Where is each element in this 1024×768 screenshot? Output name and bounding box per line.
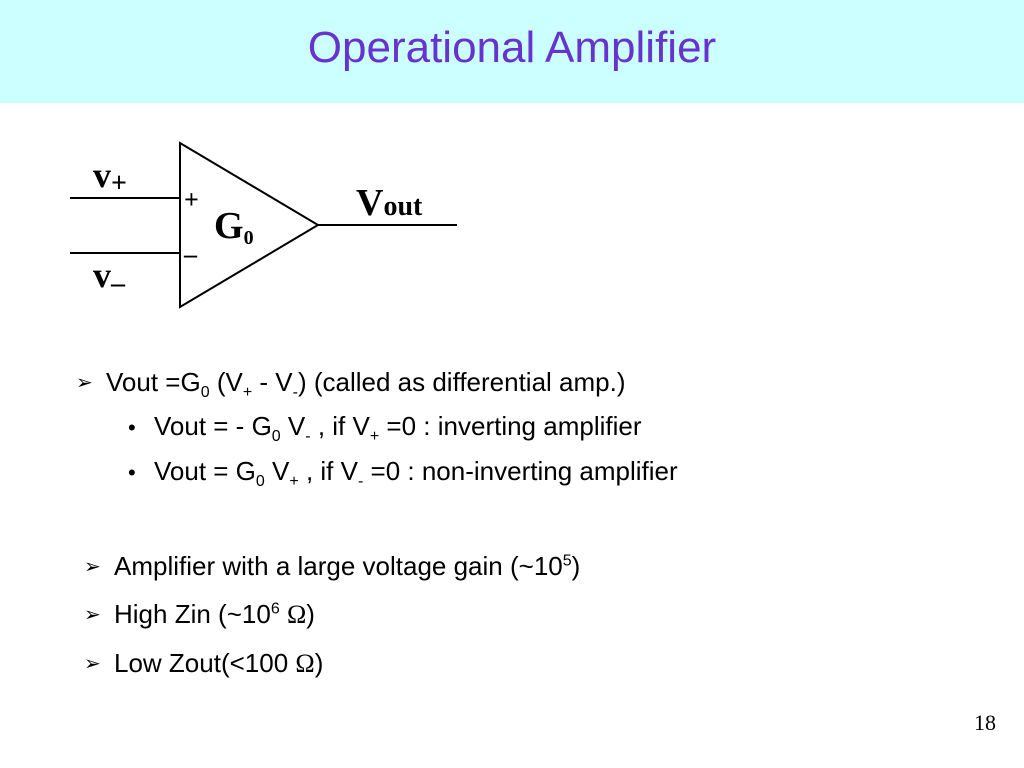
bullet-voltage-gain: ➢Amplifier with a large voltage gain (~1… — [84, 551, 581, 581]
output-label: Vout — [356, 182, 423, 224]
input-plus-label: v+ — [93, 155, 127, 199]
dot-bullet-icon: • — [128, 460, 136, 485]
sub-bullet-non-inverting: •Vout = G0 V+ , if V- =0 : non-inverting… — [128, 456, 678, 491]
op-amp-diagram: v+ v– + – G0 Vout — [70, 141, 457, 309]
page-number: 18 — [974, 710, 996, 735]
bullet-differential: ➢Vout =G0 (V+ - V-) (called as different… — [76, 367, 626, 402]
title-bar — [0, 0, 1024, 103]
gain-label: G0 — [214, 205, 254, 249]
omega-symbol: Ω — [295, 649, 315, 678]
plus-sign: + — [184, 185, 199, 214]
slide-title: Operational Amplifier — [307, 23, 717, 72]
minus-sign: – — [183, 240, 198, 269]
op-amp-triangle — [179, 141, 320, 309]
bullet-high-zin: ➢High Zin (~106 Ω) — [84, 599, 315, 629]
arrow-bullet-icon: ➢ — [84, 556, 101, 578]
arrow-bullet-icon: ➢ — [84, 604, 101, 626]
input-minus-label: v– — [93, 255, 126, 299]
dot-bullet-icon: • — [128, 415, 136, 440]
bullet-low-zout: ➢Low Zout(<100 Ω) — [84, 648, 324, 678]
arrow-bullet-icon: ➢ — [76, 372, 93, 394]
omega-symbol: Ω — [286, 600, 307, 629]
sub-bullet-inverting: •Vout = - G0 V- , if V+ =0 : inverting a… — [128, 411, 642, 446]
arrow-bullet-icon: ➢ — [84, 653, 101, 675]
